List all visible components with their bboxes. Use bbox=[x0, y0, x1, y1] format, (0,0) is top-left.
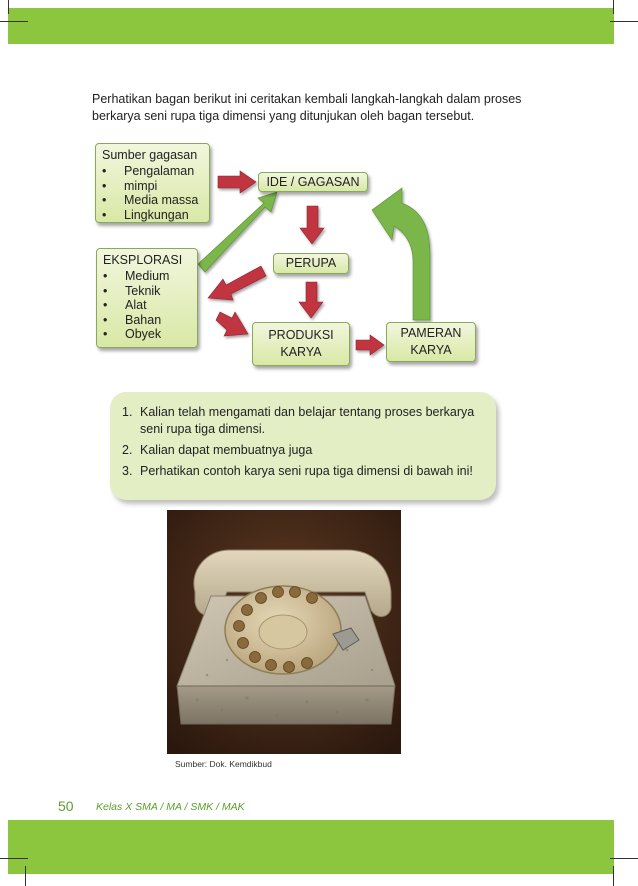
arrow-diagonal-icon bbox=[207, 265, 267, 301]
bullet: • bbox=[103, 327, 108, 341]
step-text-line: Kalian telah mengamati dan belajar tenta… bbox=[140, 405, 475, 419]
bullet: • bbox=[103, 298, 108, 312]
eksplorasi-box: EKSPLORASI • Medium • Teknik • Alat • Bahan … bbox=[96, 248, 198, 348]
crop-mark bbox=[0, 858, 28, 859]
list-item: • Alat bbox=[103, 298, 191, 313]
stone-telephone-photo bbox=[167, 510, 401, 754]
crop-mark bbox=[25, 866, 26, 886]
intro-paragraph: Perhatikan bagan berikut ini ceritakan k… bbox=[92, 91, 562, 125]
sumber-gagasan-title: Sumber gagasan bbox=[102, 148, 198, 162]
list-item-label: Medium bbox=[125, 269, 170, 283]
list-item: • Medium bbox=[103, 269, 191, 284]
list-item-label: mimpi bbox=[124, 178, 158, 193]
photo-caption: Sumber: Dok. Kemdikbud bbox=[175, 759, 272, 769]
crop-mark bbox=[610, 858, 638, 859]
crop-mark bbox=[613, 0, 614, 14]
ide-gagasan-label: IDE / GAGASAN bbox=[266, 174, 360, 189]
step-text-line: Kalian dapat membuatnya juga bbox=[140, 443, 313, 457]
footer-band bbox=[8, 820, 614, 874]
step-number: 3. bbox=[122, 464, 133, 478]
list-item-label: Obyek bbox=[125, 327, 162, 341]
step-item: 1. Kalian telah mengamati dan belajar te… bbox=[122, 404, 486, 438]
perupa-box: PERUPA bbox=[273, 253, 349, 274]
arrow-down-icon bbox=[298, 281, 324, 319]
header-band bbox=[8, 8, 614, 44]
list-item: • mimpi bbox=[102, 179, 203, 194]
bullet: • bbox=[103, 283, 108, 298]
step-text-line: Perhatikan contoh karya seni rupa tiga d… bbox=[140, 464, 473, 478]
pameran-karya-box: PAMERAN KARYA bbox=[386, 322, 476, 362]
bullet: • bbox=[102, 207, 107, 222]
list-item-label: Teknik bbox=[125, 283, 161, 298]
step-text: Kalian telah mengamati dan belajar tenta… bbox=[140, 404, 474, 438]
sumber-gagasan-list: • Pengalaman • mimpi • Media massa • Lingkun… bbox=[102, 164, 203, 222]
crop-mark bbox=[613, 866, 614, 886]
sumber-gagasan-box: Sumber gagasan • Pengalaman • mimpi • Media… bbox=[95, 143, 210, 223]
bullet: • bbox=[102, 193, 107, 207]
step-number: 1. bbox=[122, 405, 133, 419]
crop-mark bbox=[610, 21, 638, 22]
step-item: 3. Perhatikan contoh karya seni rupa tig… bbox=[122, 463, 486, 480]
step-item: 2. Kalian dapat membuatnya juga bbox=[122, 442, 486, 459]
arrow-down-icon bbox=[299, 205, 325, 245]
arrow-diagonal-icon bbox=[215, 311, 249, 337]
produksi-label-line: KARYA bbox=[280, 345, 322, 359]
list-item-label: Pengalaman bbox=[124, 164, 195, 178]
footer-text: Kelas X SMA / MA / SMK / MAK bbox=[96, 801, 245, 813]
step-text-line: seni rupa tiga dimensi. bbox=[140, 422, 266, 436]
bullet: • bbox=[102, 178, 107, 193]
list-item: • Bahan bbox=[103, 313, 191, 328]
pameran-label-line: PAMERAN bbox=[400, 326, 462, 340]
list-item-label: Lingkungan bbox=[124, 207, 189, 222]
list-item: • Pengalaman bbox=[102, 164, 203, 179]
step-number: 2. bbox=[122, 443, 133, 457]
stone-telephone-illustration bbox=[167, 510, 401, 754]
crop-mark bbox=[0, 21, 28, 22]
bullet: • bbox=[102, 164, 107, 178]
ide-gagasan-box: IDE / GAGASAN bbox=[258, 172, 368, 192]
perupa-label: PERUPA bbox=[285, 256, 337, 270]
arrow-right-icon bbox=[217, 170, 257, 194]
eksplorasi-list: • Medium • Teknik • Alat • Bahan • Obyek bbox=[103, 269, 191, 342]
arrow-curved-green-icon bbox=[371, 187, 431, 321]
crop-mark bbox=[8, 0, 9, 14]
list-item: • Teknik bbox=[103, 284, 191, 299]
arrow-right-icon bbox=[355, 334, 385, 356]
steps-list: 1. Kalian telah mengamati dan belajar te… bbox=[122, 404, 486, 480]
bullet: • bbox=[103, 269, 108, 283]
bullet: • bbox=[103, 312, 108, 327]
steps-box: 1. Kalian telah mengamati dan belajar te… bbox=[110, 392, 496, 500]
page-number: 50 bbox=[58, 798, 74, 814]
list-item-label: Bahan bbox=[125, 312, 162, 327]
eksplorasi-title: EKSPLORASI bbox=[103, 253, 183, 267]
list-item-label: Media massa bbox=[124, 193, 199, 207]
list-item: • Obyek bbox=[103, 327, 191, 342]
intro-line: berkarya seni rupa tiga dimensi yang dit… bbox=[92, 109, 475, 123]
list-item-label: Alat bbox=[125, 298, 147, 312]
list-item: • Lingkungan bbox=[102, 208, 203, 223]
pameran-label-line: KARYA bbox=[410, 343, 452, 357]
produksi-label-line: PRODUKSI bbox=[268, 328, 334, 342]
intro-line: Perhatikan bagan berikut ini ceritakan k… bbox=[92, 92, 522, 106]
produksi-karya-box: PRODUKSI KARYA bbox=[252, 322, 350, 366]
list-item: • Media massa bbox=[102, 193, 203, 208]
